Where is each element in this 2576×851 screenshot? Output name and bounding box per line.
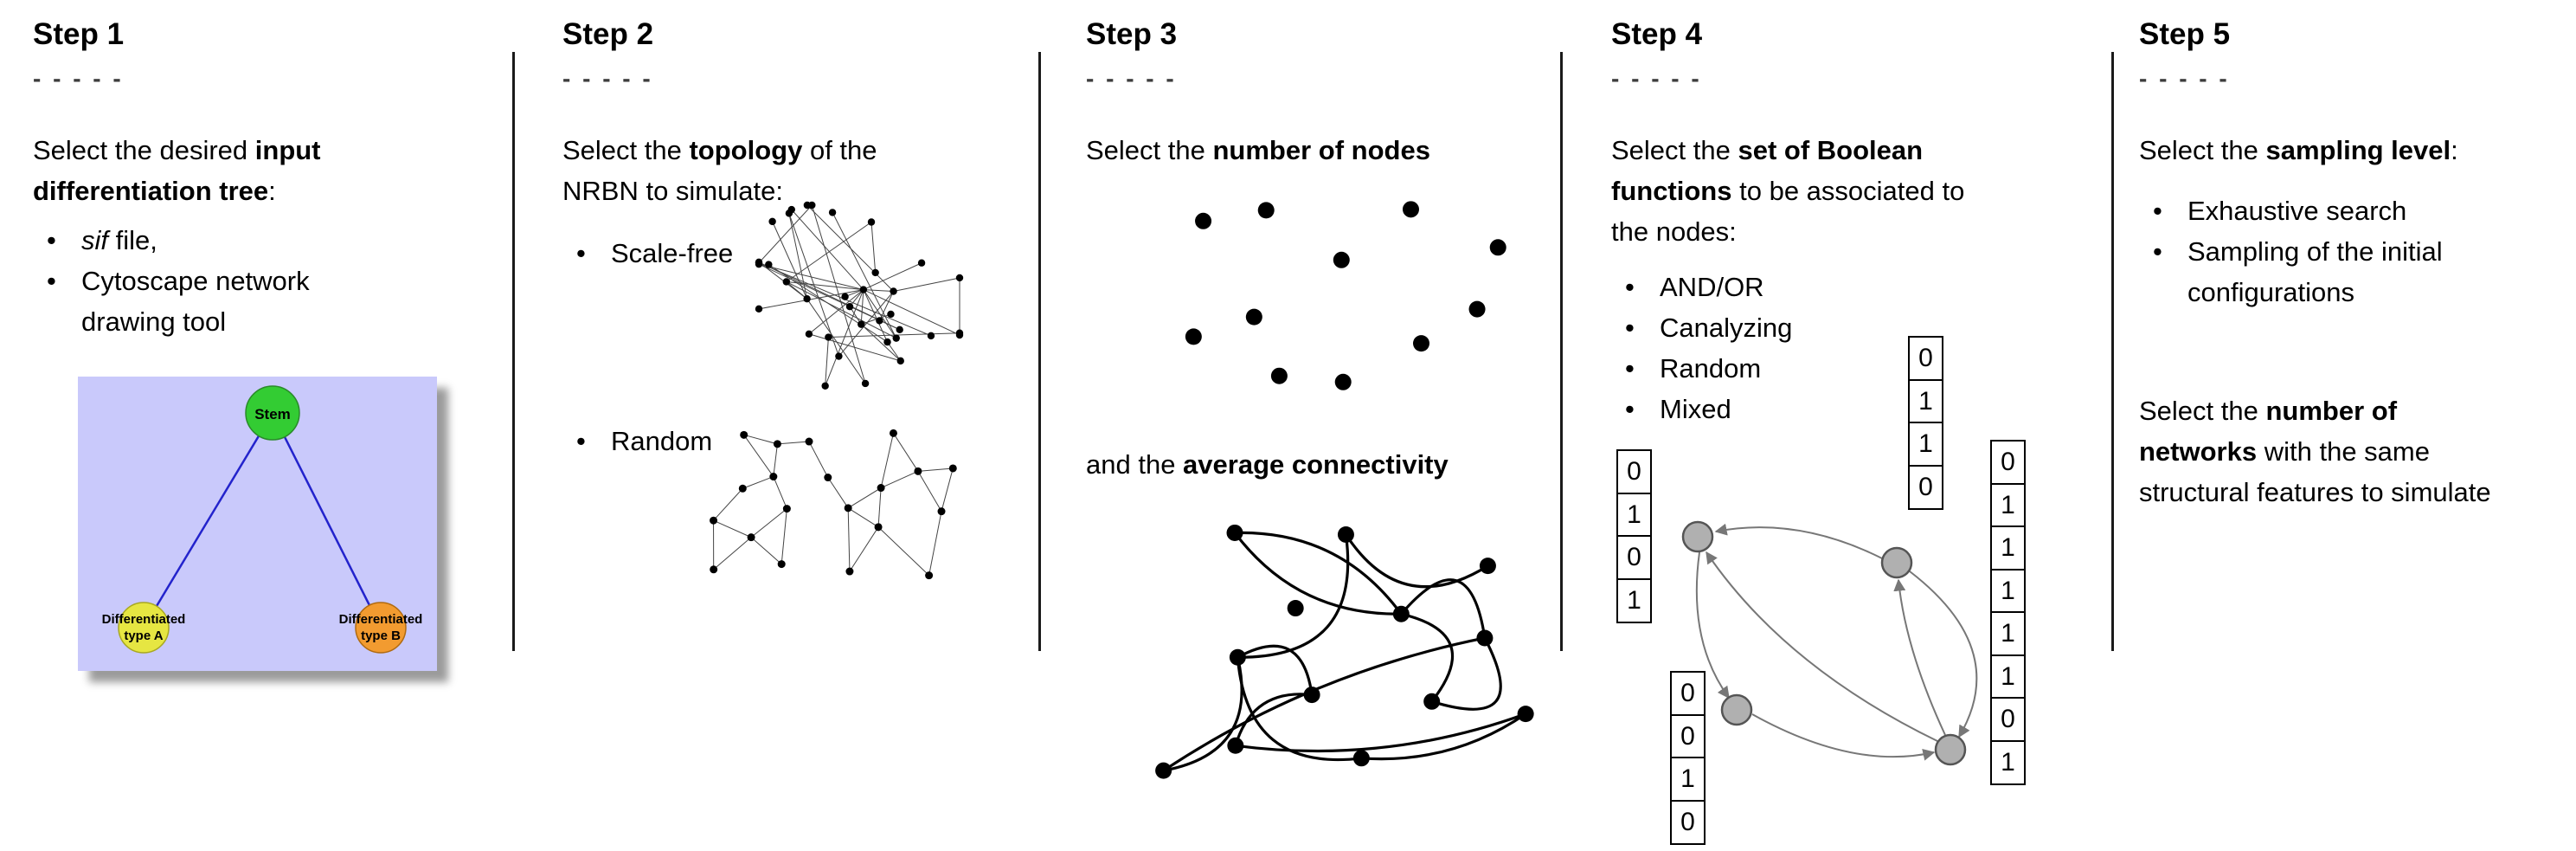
scale-free-network-figure [755, 201, 964, 390]
step-4-bullet-and-or: AND/OR [1611, 267, 2096, 307]
type-a-label-line1: Differentiated [102, 612, 186, 627]
truth-table-cell: 0 [1670, 671, 1706, 716]
step-4-bullet-canalyzing: Canalyzing [1611, 307, 2096, 348]
truth-table-top: 0 1 1 0 [1908, 336, 1943, 510]
step-5-bullet-list: Exhaustive search Sampling of the initia… [2139, 190, 2567, 313]
type-b-label-line1: Differentiated [339, 612, 423, 627]
step-1-title: Step 1 [33, 17, 125, 51]
step-4-column: Step 4 - - - - - Select the set of Boole… [1611, 16, 2096, 845]
step-2-bullet-random: Random [562, 421, 712, 461]
step-4-bullet-random: Random [1611, 348, 2096, 389]
truth-table-cell: 1 [1908, 378, 1943, 424]
step-1-dashes: - - - - - [33, 65, 124, 92]
tree-edge-left [142, 412, 274, 629]
stem-node [245, 385, 300, 441]
step-3-connectivity-text: and the average connectivity [1086, 449, 1449, 480]
differentiation-tree-figure: Stem Differentiated type A Differentiate… [78, 377, 437, 671]
type-b-node [355, 602, 407, 654]
node-scatter-figure [1185, 201, 1506, 390]
step-4-bullet-mixed: Mixed [1611, 389, 2096, 429]
step-1-bullet-sif-file: sif file, [33, 220, 509, 261]
step-1-column: Step 1 - - - - - Select the desired inpu… [33, 16, 509, 671]
truth-table-bottom: 0 0 1 0 [1670, 671, 1706, 845]
separator-line-3 [1560, 52, 1563, 651]
step-5-dashes: - - - - - [2139, 65, 2230, 92]
truth-table-right: 0 1 1 1 1 1 0 1 [1990, 440, 2026, 785]
gene-node [1681, 520, 1714, 553]
boolean-network-figure [1681, 520, 1978, 766]
type-a-label-line2: type A [124, 629, 163, 643]
step-2-title: Step 2 [562, 17, 654, 51]
step-5-title: Step 5 [2139, 17, 2231, 51]
step-4-title: Step 4 [1611, 17, 1703, 51]
truth-table-cell: 1 [1990, 482, 2026, 528]
step-5-sampling-text: Select the sampling level: [2139, 135, 2458, 165]
step-2-dashes: - - - - - [562, 65, 653, 92]
truth-table-cell: 1 [1990, 739, 2026, 785]
step-3-dashes: - - - - - [1086, 65, 1177, 92]
boolean-network-edges [1695, 523, 1978, 761]
tree-edge-right [271, 412, 382, 629]
truth-table-cell: 0 [1990, 440, 2026, 485]
step-4-bullet-list: AND/OR Canalyzing Random Mixed [1611, 267, 2096, 429]
truth-table-cell: 1 [1908, 422, 1943, 467]
random-network-figure [710, 429, 957, 580]
truth-table-cell: 1 [1990, 568, 2026, 614]
stem-label: Stem [254, 406, 291, 422]
gene-node [1720, 693, 1753, 726]
step-4-dashes: - - - - - [1611, 65, 1702, 92]
type-a-node [118, 602, 170, 654]
separator-line-1 [512, 52, 515, 651]
truth-table-cell: 0 [1990, 697, 2026, 742]
step-3-column: Step 3 - - - - - Select the number of no… [1086, 16, 1558, 779]
step-3-title: Step 3 [1086, 17, 1178, 51]
step-2-bullet-scale-free: Scale-free [562, 233, 1012, 274]
truth-table-cell: 0 [1616, 535, 1652, 580]
truth-table-cell: 0 [1908, 336, 1943, 381]
truth-table-cell: 1 [1990, 525, 2026, 571]
truth-table-left: 0 1 0 1 [1616, 449, 1652, 623]
type-b-label-line2: type B [361, 629, 401, 643]
gene-node [1934, 733, 1967, 766]
truth-table-cell: 0 [1908, 464, 1943, 510]
step-3-nodes-text: Select the number of nodes [1086, 135, 1430, 165]
tree-edges [142, 412, 382, 629]
separator-line-2 [1038, 52, 1041, 651]
step-5-column: Step 5 - - - - - Select the sampling lev… [2139, 16, 2567, 513]
connectivity-network-figure [1155, 524, 1534, 779]
truth-table-cell: 0 [1670, 799, 1706, 845]
truth-table-cell: 0 [1616, 449, 1652, 494]
truth-table-cell: 1 [1616, 577, 1652, 623]
truth-table-cell: 0 [1670, 713, 1706, 759]
truth-table-cell: 1 [1990, 611, 2026, 656]
step-2-column: Step 2 - - - - - Select the topology of … [562, 16, 1012, 580]
step-5-bullet-exhaustive: Exhaustive search [2139, 190, 2567, 231]
separator-line-4 [2111, 52, 2114, 651]
gene-node [1880, 546, 1913, 579]
boolean-network-nodes [1681, 520, 1967, 766]
